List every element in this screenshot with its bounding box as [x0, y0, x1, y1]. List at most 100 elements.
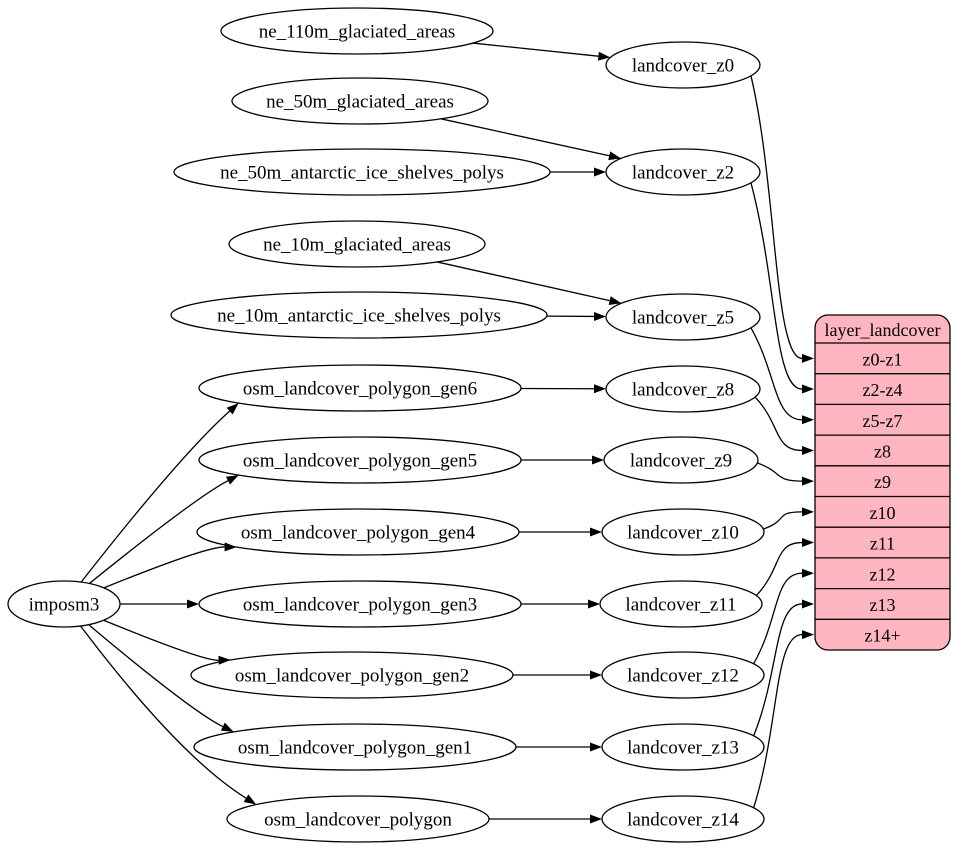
node-label: ne_50m_antarctic_ice_shelves_polys [220, 163, 504, 184]
record-row-label-z10: z10 [870, 503, 896, 523]
record-row-label-z0-z1: z0-z1 [863, 349, 903, 369]
node-label: landcover_z12 [627, 666, 739, 687]
node-label: landcover_z8 [632, 380, 734, 401]
arrowhead [802, 630, 814, 640]
edge-landcover_z8-to-layer_landcover-z8 [754, 396, 814, 455]
node-landcover_z12: landcover_z12 [601, 651, 765, 699]
edge-landcover_z12-to-layer_landcover-z12 [753, 568, 814, 665]
arrowhead [802, 476, 814, 486]
node-landcover_z0: landcover_z0 [605, 41, 761, 89]
edge-line [750, 327, 803, 421]
node-landcover_z11: landcover_z11 [599, 580, 763, 628]
edge-osm_landcover_polygon_gen3-to-landcover_z11 [521, 599, 600, 609]
edge-line [440, 118, 610, 157]
record-row-label-z2-z4: z2-z4 [863, 380, 903, 400]
record-row-label-z9: z9 [874, 472, 891, 492]
edge-osm_landcover_polygon_gen4-to-landcover_z10 [519, 527, 602, 537]
arrowhead [802, 599, 814, 609]
node-landcover_z10: landcover_z10 [601, 508, 765, 556]
edge-line [88, 480, 229, 585]
node-label: landcover_z11 [625, 595, 736, 616]
arrowhead [588, 599, 600, 609]
node-osm_landcover_polygon_gen2: osm_landcover_polygon_gen2 [190, 651, 514, 699]
arrowhead [590, 742, 602, 752]
node-landcover_z9: landcover_z9 [603, 436, 759, 484]
record-outline [814, 314, 951, 651]
arrowhead [594, 167, 606, 177]
node-label: osm_landcover_polygon_gen4 [241, 523, 476, 544]
node-label: landcover_z2 [632, 163, 734, 184]
edge-landcover_z11-to-layer_landcover-z11 [755, 538, 814, 597]
arrowhead [590, 814, 602, 824]
arrowhead [218, 655, 231, 665]
record-layer_landcover: layer_landcoverz0-z1z2-z4z5-z7z8z9z10z11… [814, 314, 951, 651]
edge-line [80, 410, 231, 583]
node-landcover_z8: landcover_z8 [605, 365, 761, 413]
edge-ne_10m_antarctic_ice_shelves_polys-to-landcover_z5 [546, 311, 607, 321]
node-landcover_z5: landcover_z5 [605, 293, 761, 341]
record-title: layer_landcover [825, 320, 941, 340]
arrowhead [590, 670, 602, 680]
record-row-label-z5-z7: z5-z7 [863, 411, 903, 431]
arrowhead [593, 311, 607, 321]
node-label: ne_10m_antarctic_ice_shelves_polys [217, 306, 501, 327]
arrowhead [243, 794, 257, 805]
node-shape [231, 77, 489, 125]
arrowhead [224, 542, 237, 552]
node-shape [170, 291, 548, 339]
node-osm_landcover_polygon_gen3: osm_landcover_polygon_gen3 [198, 580, 522, 628]
edge-line [753, 572, 803, 665]
record-row-label-z14+: z14+ [864, 626, 900, 646]
node-label: osm_landcover_polygon_gen2 [235, 666, 469, 687]
edge-line [472, 42, 599, 57]
node-osm_landcover_polygon_gen1: osm_landcover_polygon_gen1 [193, 723, 517, 771]
node-label: landcover_z10 [627, 523, 739, 544]
node-label: landcover_z0 [632, 56, 734, 77]
record-row-label-z11: z11 [870, 534, 895, 554]
edge-line [103, 619, 219, 661]
edge-imposm3-to-osm_landcover_polygon_gen4 [103, 542, 237, 589]
node-label: imposm3 [29, 595, 100, 616]
edge-landcover_z13-to-layer_landcover-z13 [753, 599, 814, 737]
node-ne_50m_antarctic_ice_shelves_polys: ne_50m_antarctic_ice_shelves_polys [173, 148, 551, 196]
arrowhead [593, 384, 607, 394]
edge-osm_landcover_polygon_gen1-to-landcover_z13 [516, 742, 602, 752]
edge-line [750, 182, 803, 390]
edge-landcover_z5-to-layer_landcover-z5-z7 [750, 327, 814, 425]
node-label: ne_110m_glaciated_areas [259, 22, 456, 43]
node-osm_landcover_polygon: osm_landcover_polygon [226, 795, 490, 843]
node-label: ne_50m_glaciated_areas [266, 92, 454, 113]
arrowhead [187, 599, 199, 609]
arrowhead [590, 527, 602, 537]
arrowhead [802, 353, 814, 363]
arrowhead [802, 415, 814, 425]
node-osm_landcover_polygon_gen5: osm_landcover_polygon_gen5 [198, 436, 522, 484]
edge-line [757, 462, 803, 482]
node-osm_landcover_polygon_gen6: osm_landcover_polygon_gen6 [198, 364, 522, 412]
edge-landcover_z2-to-layer_landcover-z2-z4 [750, 182, 814, 394]
node-shape [605, 41, 761, 89]
edge-landcover_z10-to-layer_landcover-z10 [763, 507, 814, 530]
edge-line [755, 541, 803, 597]
node-label: landcover_z13 [627, 738, 739, 759]
node-label: ne_10m_glaciated_areas [263, 235, 451, 256]
edge-imposm3-to-osm_landcover_polygon [80, 625, 257, 805]
arrowhead [220, 722, 234, 732]
edge-imposm3-to-osm_landcover_polygon_gen5 [88, 475, 239, 585]
edge-line [753, 634, 803, 808]
arrowhead [802, 384, 814, 394]
node-ne_10m_glaciated_areas: ne_10m_glaciated_areas [228, 220, 486, 268]
edge-imposm3-to-osm_landcover_polygon_gen2 [103, 619, 231, 665]
record-row-label-z12: z12 [870, 564, 896, 584]
arrowhead [802, 445, 814, 455]
edge-osm_landcover_polygon_gen2-to-landcover_z12 [513, 670, 602, 680]
edge-line [763, 511, 803, 530]
edge-ne_10m_glaciated_areas-to-landcover_z5 [436, 261, 622, 305]
node-shape [605, 365, 761, 413]
edge-line [103, 546, 225, 589]
node-shape [228, 220, 486, 268]
edge-line [80, 625, 247, 799]
node-osm_landcover_polygon_gen4: osm_landcover_polygon_gen4 [196, 508, 520, 556]
node-landcover_z14: landcover_z14 [601, 795, 765, 843]
